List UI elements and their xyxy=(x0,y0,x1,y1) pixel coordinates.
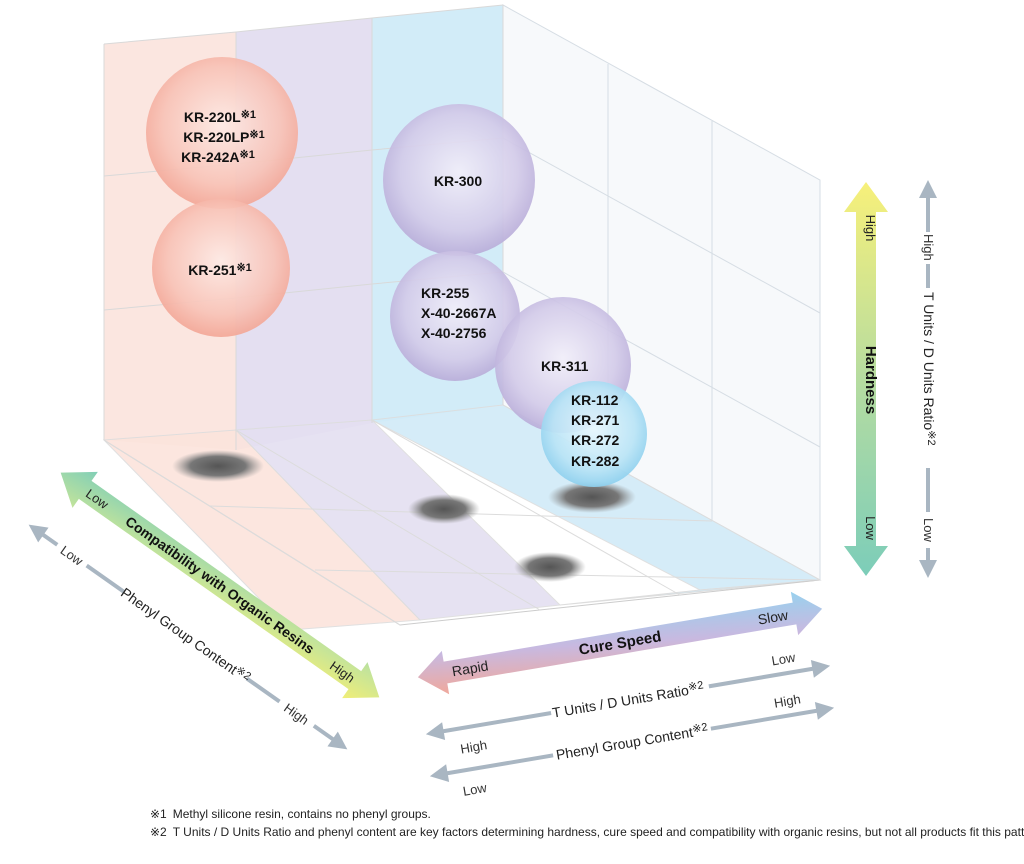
hardness-title: Hardness xyxy=(862,346,879,414)
footnote-2-text: T Units / D Units Ratio and phenyl conte… xyxy=(172,825,1024,839)
label-kr242a: KR-242A※1 xyxy=(181,149,255,165)
td-vertical-high: High xyxy=(921,234,936,261)
label-kr282: KR-282 xyxy=(571,453,619,469)
footnote-1-text: Methyl silicone resin, contains no pheny… xyxy=(172,807,431,821)
floor-shadows xyxy=(172,450,636,582)
label-kr220lp: KR-220LP※1 xyxy=(183,129,264,145)
label-x402667a: X-40-2667A xyxy=(421,305,497,321)
label-kr255: KR-255 xyxy=(421,285,469,301)
sphere-kr251 xyxy=(152,199,290,337)
label-kr271: KR-271 xyxy=(571,412,619,428)
label-kr272: KR-272 xyxy=(571,432,619,448)
hardness-high: High xyxy=(863,215,878,242)
hardness-arrow: High Hardness Low xyxy=(844,182,888,576)
shadow-purple-2 xyxy=(514,552,586,582)
sphere-kr255 xyxy=(390,251,520,381)
cure-rapid: Rapid xyxy=(451,657,490,679)
footnote-1: ※1 Methyl silicone resin, contains no phe… xyxy=(150,807,431,821)
sphere-kr220 xyxy=(146,57,298,209)
sphere-labels-left: KR-255 X-40-2667A X-40-2756 KR-311 KR-11… xyxy=(421,285,619,469)
td-bottom-low: Low xyxy=(770,650,797,669)
sphere-kr112 xyxy=(541,381,647,487)
label-kr300: KR-300 xyxy=(434,173,482,189)
label-kr112: KR-112 xyxy=(571,392,619,408)
label-kr251: KR-251※1 xyxy=(188,262,252,278)
sphere-kr300 xyxy=(383,104,535,256)
td-bottom-high: High xyxy=(459,737,488,756)
footnote-1-mark: ※1 xyxy=(150,807,167,821)
td-vertical-title: T Units / D Units Ratio※2 xyxy=(921,292,937,446)
phenyl-bottom-arrow: Phenyl Group Content※2 High Low xyxy=(429,691,835,799)
td-ratio-bottom-arrow: T Units / D Units Ratio※2 High Low xyxy=(425,650,831,757)
label-x402756: X-40-2756 xyxy=(421,325,487,341)
footnote-2: ※2 T Units / D Units Ratio and phenyl con… xyxy=(150,825,1024,839)
shadow-pink xyxy=(172,450,264,482)
shadow-purple-1 xyxy=(408,494,480,524)
spheres xyxy=(146,57,647,487)
shadow-blue xyxy=(548,481,636,513)
td-vertical-low: Low xyxy=(921,518,936,542)
sphere-labels: KR-220L※1 KR-220LP※1 KR-242A※1 KR-251※1 … xyxy=(181,109,482,278)
label-kr220l: KR-220L※1 xyxy=(184,109,256,125)
footnote-2-mark: ※2 xyxy=(150,825,167,839)
phenyl-bottom-low: Low xyxy=(462,780,489,799)
td-ratio-vertical-arrow: High T Units / D Units Ratio※2 Low xyxy=(918,180,938,578)
phenyl-bottom-high: High xyxy=(773,691,802,710)
label-kr311: KR-311 xyxy=(541,358,589,374)
hardness-low: Low xyxy=(863,516,878,540)
cure-slow: Slow xyxy=(757,607,790,628)
